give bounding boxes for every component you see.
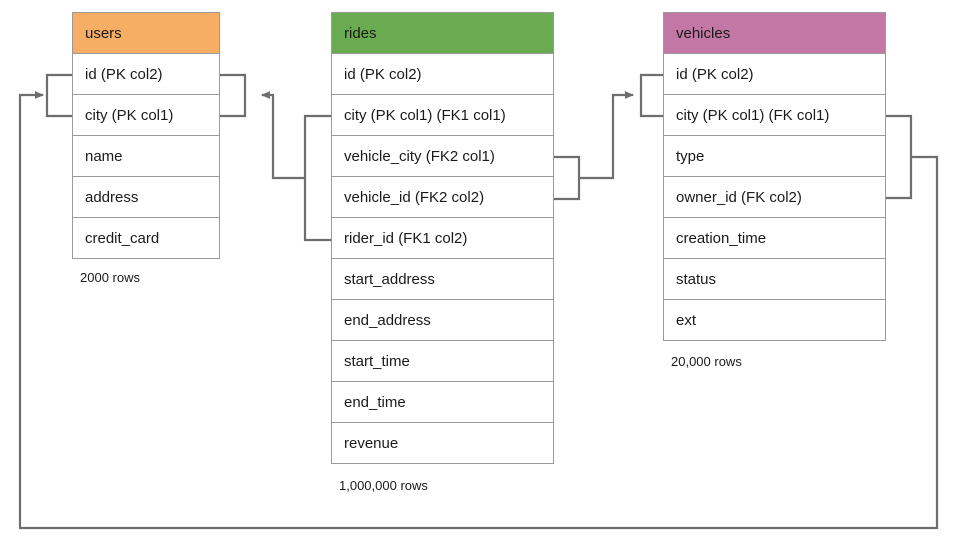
table-users-column-credit-card[interactable]: credit_card (72, 218, 220, 259)
table-users-column-address[interactable]: address (72, 177, 220, 218)
table-rides-column-end-address[interactable]: end_address (331, 300, 554, 341)
users-right-bracket (220, 73, 247, 118)
table-users-column-name[interactable]: name (72, 136, 220, 177)
table-vehicles-column-ext[interactable]: ext (663, 300, 886, 341)
table-vehicles-column-id[interactable]: id (PK col2) (663, 54, 886, 95)
table-vehicles-row-count: 20,000 rows (671, 354, 742, 369)
users-left-bracket (45, 73, 72, 118)
rides-right-bracket (554, 155, 581, 201)
table-vehicles-column-creation-time[interactable]: creation_time (663, 218, 886, 259)
table-rides[interactable]: rides id (PK col2) city (PK col1) (FK1 c… (331, 12, 554, 464)
table-users-title: users (72, 12, 220, 54)
vehicles-left-bracket (639, 73, 663, 118)
table-rides-column-revenue[interactable]: revenue (331, 423, 554, 464)
table-rides-column-end-time[interactable]: end_time (331, 382, 554, 423)
table-rides-column-start-address[interactable]: start_address (331, 259, 554, 300)
table-vehicles[interactable]: vehicles id (PK col2) city (PK col1) (FK… (663, 12, 886, 341)
table-rides-column-id[interactable]: id (PK col2) (331, 54, 554, 95)
table-vehicles-column-owner-id[interactable]: owner_id (FK col2) (663, 177, 886, 218)
table-rides-row-count: 1,000,000 rows (339, 478, 428, 493)
table-rides-column-vehicle-id[interactable]: vehicle_id (FK2 col2) (331, 177, 554, 218)
table-users[interactable]: users id (PK col2) city (PK col1) name a… (72, 12, 220, 259)
table-users-row-count: 2000 rows (80, 270, 140, 285)
table-users-column-city[interactable]: city (PK col1) (72, 95, 220, 136)
table-vehicles-title: vehicles (663, 12, 886, 54)
rides-left-bracket (303, 114, 331, 242)
table-rides-title: rides (331, 12, 554, 54)
table-rides-column-vehicle-city[interactable]: vehicle_city (FK2 col1) (331, 136, 554, 177)
table-rides-column-city[interactable]: city (PK col1) (FK1 col1) (331, 95, 554, 136)
vehicles-right-bracket (886, 114, 913, 200)
connector-rides-to-users (261, 91, 305, 180)
table-rides-column-start-time[interactable]: start_time (331, 341, 554, 382)
table-users-column-id[interactable]: id (PK col2) (72, 54, 220, 95)
table-vehicles-column-type[interactable]: type (663, 136, 886, 177)
table-vehicles-column-status[interactable]: status (663, 259, 886, 300)
table-rides-column-rider-id[interactable]: rider_id (FK1 col2) (331, 218, 554, 259)
table-vehicles-column-city[interactable]: city (PK col1) (FK col1) (663, 95, 886, 136)
connector-rides-to-vehicles (579, 91, 634, 180)
